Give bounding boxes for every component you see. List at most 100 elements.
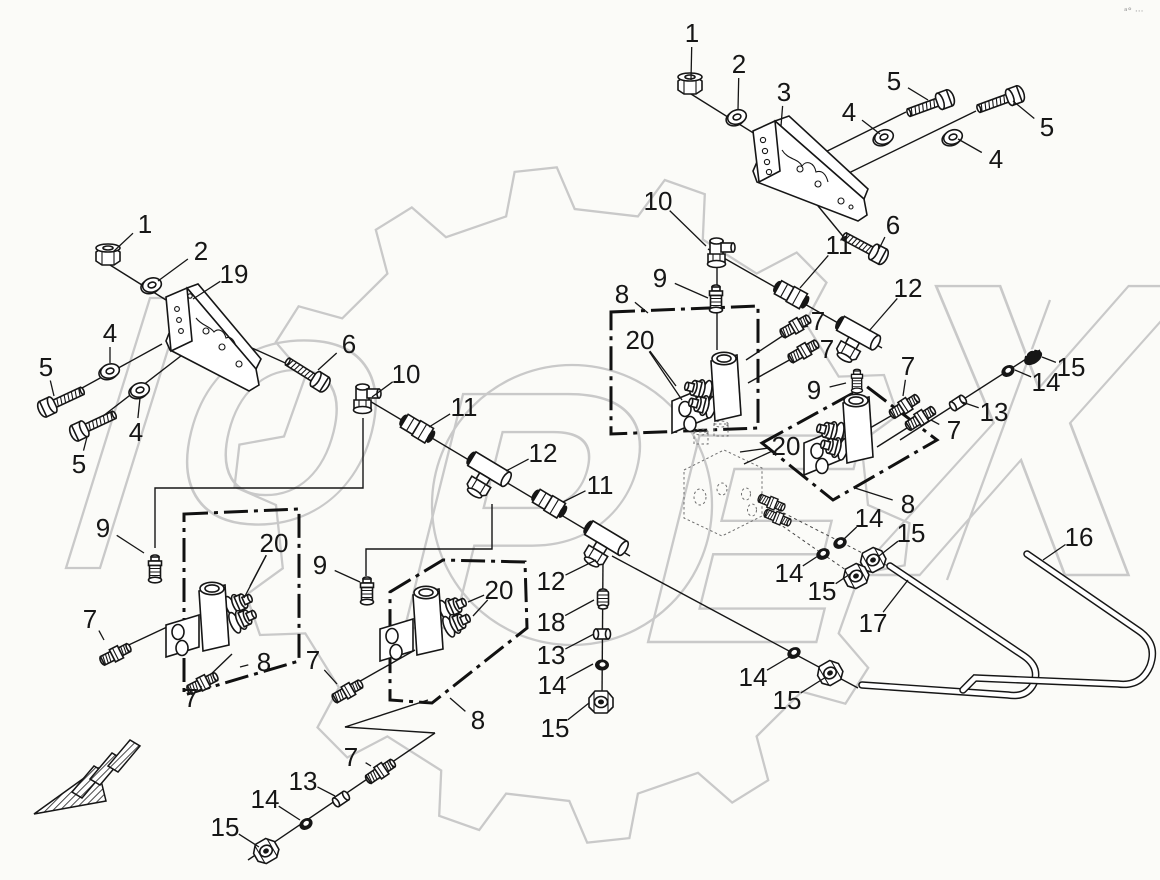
callout-7: 7 [820, 334, 834, 364]
part-nut-1 [677, 72, 703, 95]
callout-11: 11 [451, 392, 478, 422]
callout-leader-14 [278, 805, 301, 821]
part-washer-4 [126, 379, 153, 402]
part-nut-15 [588, 690, 614, 714]
callout-leader-14 [843, 526, 858, 540]
callout-15: 15 [897, 518, 926, 548]
callout-leader-6 [878, 236, 886, 250]
callout-6: 6 [342, 329, 356, 359]
callout-leader-9 [116, 534, 145, 554]
callout-13: 13 [980, 397, 1009, 427]
bracket-3 [752, 115, 869, 222]
callout-15: 15 [1057, 352, 1086, 382]
callout-leader-14 [1014, 369, 1032, 378]
callout-7: 7 [901, 351, 915, 381]
callout-13: 13 [537, 640, 566, 670]
callout-20: 20 [626, 325, 655, 355]
part-fitting-7 [785, 336, 822, 367]
callout-leader-18 [564, 599, 595, 617]
callout-leader-12 [565, 559, 597, 576]
callout-leader-7 [930, 419, 940, 425]
part-elbow-10 [706, 237, 736, 269]
part-sleeve-13 [330, 789, 352, 809]
callout-14: 14 [775, 558, 804, 588]
valve-box-middle [388, 558, 529, 705]
callout-7: 7 [811, 306, 825, 336]
part-washer-2 [723, 106, 750, 129]
callout-8: 8 [257, 647, 271, 677]
callout-8: 8 [615, 279, 629, 309]
part-nut-1 [95, 243, 121, 266]
callout-leader-5 [82, 436, 88, 451]
callout-20: 20 [772, 431, 801, 461]
callout-10: 10 [392, 359, 421, 389]
callout-1: 1 [685, 18, 699, 48]
part-fitting-7 [96, 639, 134, 669]
callout-15: 15 [541, 713, 570, 743]
callout-8: 8 [901, 489, 915, 519]
callout-9: 9 [96, 513, 110, 543]
callout-20: 20 [485, 575, 514, 605]
callout-10: 10 [644, 186, 673, 216]
callout-9: 9 [807, 375, 821, 405]
callout-9: 9 [313, 550, 327, 580]
part-union-11 [395, 410, 439, 447]
callout-4: 4 [103, 318, 117, 348]
callout-leader-7 [902, 379, 907, 397]
callout-leader-7 [803, 325, 809, 328]
callout-leader-17 [882, 579, 909, 613]
direction-arrow-icon [33, 739, 142, 815]
gear-watermark-icon [233, 166, 911, 844]
callout-15: 15 [808, 576, 837, 606]
callout-11: 11 [587, 470, 614, 500]
callout-leader-12 [868, 297, 898, 332]
callout-leader-9 [674, 282, 709, 299]
callout-leader-1 [690, 46, 693, 81]
callout-leader-13 [565, 633, 595, 650]
part-washer-4 [96, 360, 123, 383]
callout-12: 12 [537, 566, 566, 596]
callout-leader-2 [737, 77, 740, 111]
callout-13: 13 [289, 766, 318, 796]
callout-19: 19 [220, 259, 249, 289]
callout-leader-15 [567, 702, 590, 721]
callout-18: 18 [537, 607, 566, 637]
callout-7: 7 [184, 683, 198, 713]
callout-14: 14 [1032, 367, 1061, 397]
callout-leader-14 [802, 555, 819, 567]
callout-4: 4 [129, 417, 143, 447]
tube-16 [959, 550, 1157, 694]
callout-leader-10 [669, 210, 707, 247]
callout-leader-8 [239, 664, 249, 668]
valve-box-right [759, 384, 940, 502]
callout-1: 1 [138, 209, 152, 239]
callout-14: 14 [538, 670, 567, 700]
callout-12: 12 [529, 438, 558, 468]
callout-4: 4 [842, 97, 856, 127]
part-ring-14 [595, 659, 609, 671]
callout-leader-7 [365, 762, 372, 767]
callout-7: 7 [947, 415, 961, 445]
callout-9: 9 [653, 263, 667, 293]
part-washer-2 [138, 274, 165, 297]
callout-5: 5 [39, 352, 53, 382]
callout-7: 7 [306, 645, 320, 675]
callout-8: 8 [471, 705, 485, 735]
callout-leader-2 [157, 258, 189, 282]
part-bolt-5 [34, 381, 88, 420]
callout-5: 5 [1040, 112, 1054, 142]
callout-leader-5 [907, 87, 929, 101]
callout-leader-20 [649, 350, 677, 387]
callout-5: 5 [887, 66, 901, 96]
callout-leader-20 [467, 594, 485, 603]
part-fitting-7 [362, 755, 399, 787]
callout-leader-15 [238, 833, 260, 848]
callout-leader-11 [562, 490, 586, 503]
callout-leader-10 [371, 381, 394, 398]
part-fitting-9 [850, 368, 864, 394]
callout-leader-4 [957, 138, 983, 154]
callout-leader-20 [243, 554, 267, 599]
callout-leader-4 [137, 397, 141, 419]
callout-leader-1 [112, 232, 134, 253]
